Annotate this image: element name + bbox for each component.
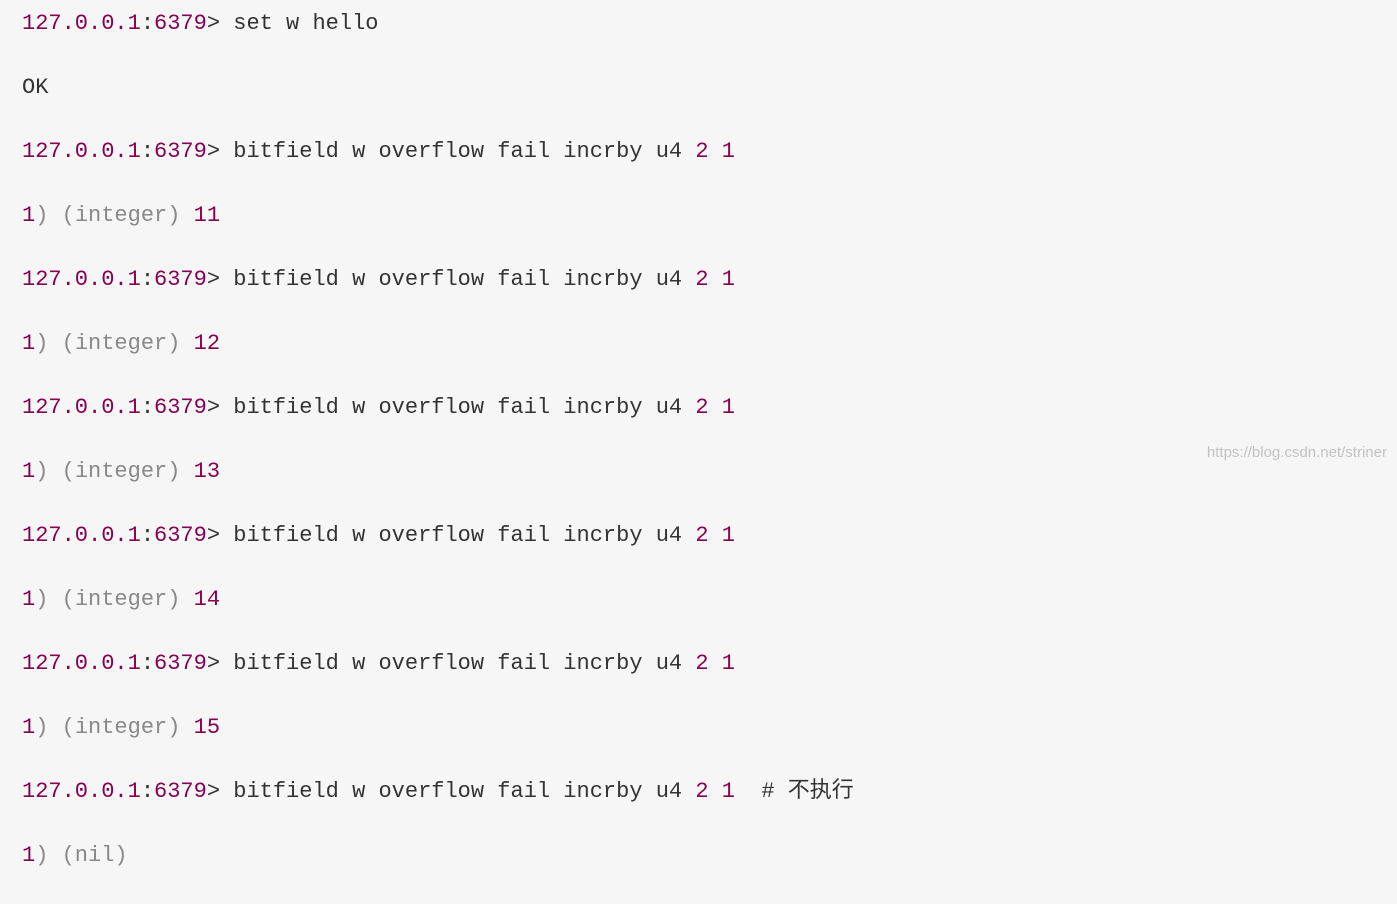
command-offset: 2 [695, 651, 709, 676]
result-index: 1 [22, 715, 36, 740]
prompt-host: 127.0.0.1 [22, 267, 141, 292]
integer-value: 12 [193, 331, 221, 356]
command-line: 127.0.0.1:6379> set w hello [22, 8, 854, 40]
result-index: 1 [22, 331, 36, 356]
output-line: OK [22, 72, 854, 104]
prompt-port: 6379 [154, 779, 207, 804]
command-increment: 1 [721, 267, 735, 292]
command-text: bitfield w overflow fail incrby u4 [220, 139, 696, 164]
command-line: 127.0.0.1:6379> bitfield w overflow fail… [22, 264, 854, 296]
command-text: bitfield w overflow fail incrby u4 [220, 395, 696, 420]
command-offset: 2 [695, 139, 709, 164]
command-increment: 1 [721, 523, 735, 548]
integer-value: 14 [193, 587, 221, 612]
command-line: 127.0.0.1:6379> bitfield w overflow fail… [22, 776, 854, 808]
prompt-host: 127.0.0.1 [22, 11, 141, 36]
command-text: bitfield w overflow fail incrby u4 [220, 267, 696, 292]
prompt-port: 6379 [154, 523, 207, 548]
command-text: set w hello [220, 11, 379, 36]
integer-value: 11 [193, 203, 221, 228]
output-line: 1) (nil) [22, 843, 128, 868]
prompt-port: 6379 [154, 395, 207, 420]
terminal-output: 127.0.0.1:6379> set w hello OK 127.0.0.1… [22, 8, 854, 904]
prompt-host: 127.0.0.1 [22, 779, 141, 804]
command-increment: 1 [721, 779, 735, 804]
watermark: https://blog.csdn.net/striner [1206, 444, 1387, 461]
output-line: 1) (integer) 12 [22, 331, 221, 356]
prompt-separator: : [140, 523, 155, 548]
prompt-arrow: > [206, 395, 221, 420]
result-index: 1 [22, 843, 36, 868]
integer-value: 15 [193, 715, 221, 740]
result-index: 1 [22, 203, 36, 228]
output-line: 1) (integer) 14 [22, 587, 221, 612]
command-increment: 1 [721, 139, 735, 164]
integer-value: 13 [193, 459, 221, 484]
result-index: 1 [22, 459, 36, 484]
command-line: 127.0.0.1:6379> bitfield w overflow fail… [22, 136, 854, 168]
prompt-port: 6379 [154, 11, 207, 36]
command-offset: 2 [695, 779, 709, 804]
command-line: 127.0.0.1:6379> bitfield w overflow fail… [22, 392, 854, 424]
prompt-port: 6379 [154, 267, 207, 292]
prompt-separator: : [140, 779, 155, 804]
command-line: 127.0.0.1:6379> bitfield w overflow fail… [22, 648, 854, 680]
prompt-arrow: > [206, 139, 221, 164]
prompt-separator: : [140, 651, 155, 676]
prompt-arrow: > [206, 651, 221, 676]
prompt-separator: : [140, 139, 155, 164]
prompt-arrow: > [206, 267, 221, 292]
command-increment: 1 [721, 651, 735, 676]
command-text: bitfield w overflow fail incrby u4 [220, 779, 696, 804]
prompt-arrow: > [206, 779, 221, 804]
prompt-separator: : [140, 11, 155, 36]
command-comment: # 不执行 [734, 779, 854, 804]
command-offset: 2 [695, 523, 709, 548]
command-offset: 2 [695, 395, 709, 420]
nil-value: (nil) [61, 843, 128, 868]
prompt-host: 127.0.0.1 [22, 651, 141, 676]
prompt-separator: : [140, 395, 155, 420]
prompt-arrow: > [206, 11, 221, 36]
prompt-host: 127.0.0.1 [22, 139, 141, 164]
prompt-port: 6379 [154, 139, 207, 164]
command-text: bitfield w overflow fail incrby u4 [220, 651, 696, 676]
ok-response: OK [22, 75, 49, 100]
prompt-host: 127.0.0.1 [22, 395, 141, 420]
prompt-port: 6379 [154, 651, 207, 676]
command-offset: 2 [695, 267, 709, 292]
command-text: bitfield w overflow fail incrby u4 [220, 523, 696, 548]
output-line: 1) (integer) 13 [22, 459, 221, 484]
command-increment: 1 [721, 395, 735, 420]
result-index: 1 [22, 587, 36, 612]
output-line: 1) (integer) 11 [22, 203, 221, 228]
output-line: 1) (integer) 15 [22, 715, 221, 740]
command-line: 127.0.0.1:6379> bitfield w overflow fail… [22, 520, 854, 552]
prompt-arrow: > [206, 523, 221, 548]
prompt-separator: : [140, 267, 155, 292]
prompt-host: 127.0.0.1 [22, 523, 141, 548]
